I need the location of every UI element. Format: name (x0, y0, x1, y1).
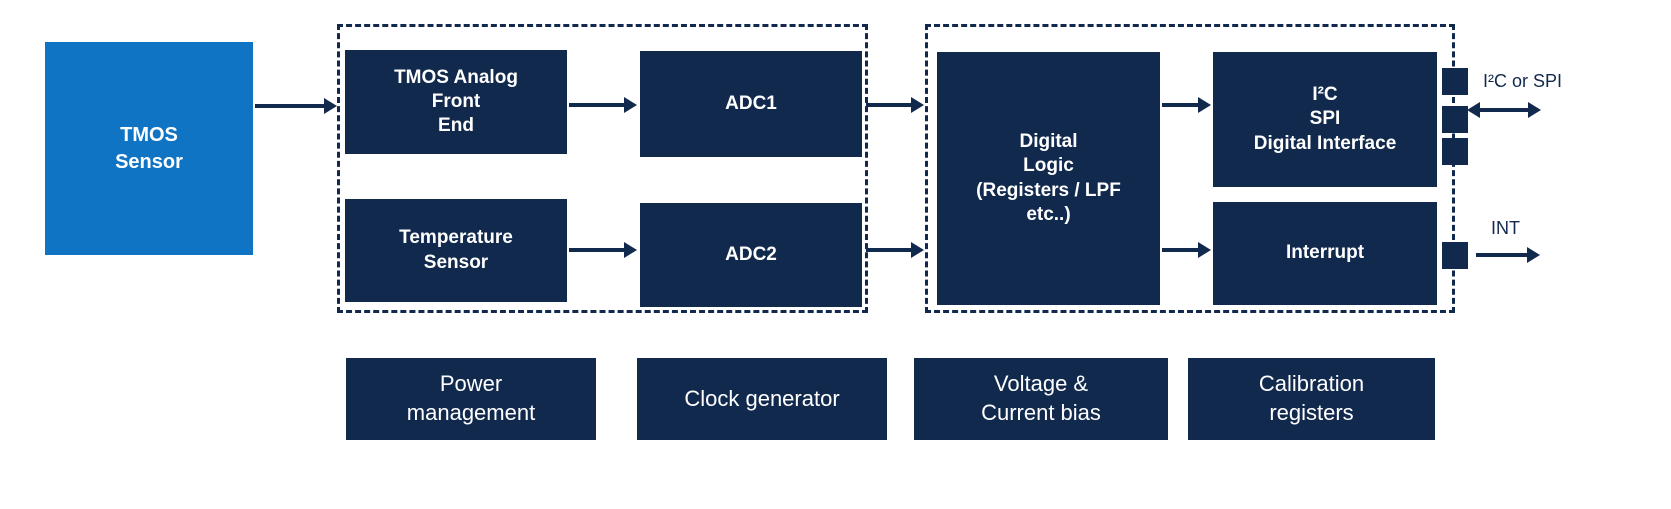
i2c-spi-pad-3 (1442, 138, 1468, 165)
arrow-adc1-to-digital-logic (866, 97, 924, 113)
adc2-block: ADC2 (640, 203, 862, 307)
interrupt-block: Interrupt (1213, 202, 1437, 305)
adc1-block: ADC1 (640, 51, 862, 157)
int-pin-label: INT (1491, 218, 1520, 238)
calibration-registers-block: Calibration registers (1188, 358, 1435, 440)
analog-front-end-block: TMOS Analog Front End (345, 50, 567, 154)
temperature-sensor-block: Temperature Sensor (345, 199, 567, 302)
arrow-logic-to-interface (1162, 97, 1211, 113)
arrow-adc2-to-digital-logic (866, 242, 924, 258)
tmos-sensor-block: TMOS Sensor (45, 42, 253, 255)
clock-generator-block: Clock generator (637, 358, 887, 440)
digital-interface-block: I²C SPI Digital Interface (1213, 52, 1437, 187)
i2c-spi-pad-2 (1442, 106, 1468, 133)
i2c-spi-pad-1 (1442, 68, 1468, 95)
int-pad (1442, 242, 1468, 269)
digital-section-outline (925, 24, 1455, 313)
arrow-afe-to-adc1 (569, 97, 637, 113)
digital-logic-block: Digital Logic (Registers / LPF etc..) (937, 52, 1160, 305)
analog-section-outline (337, 24, 868, 313)
arrow-sensor-to-afe (255, 98, 337, 114)
arrow-temp-to-adc2 (569, 242, 637, 258)
power-management-block: Power management (346, 358, 596, 440)
voltage-current-bias-block: Voltage & Current bias (914, 358, 1168, 440)
arrow-i2c-spi-bidirectional (1467, 102, 1541, 118)
arrow-int-output (1476, 247, 1540, 263)
arrow-logic-to-interrupt (1162, 242, 1211, 258)
i2c-spi-pin-label: I²C or SPI (1483, 71, 1563, 91)
